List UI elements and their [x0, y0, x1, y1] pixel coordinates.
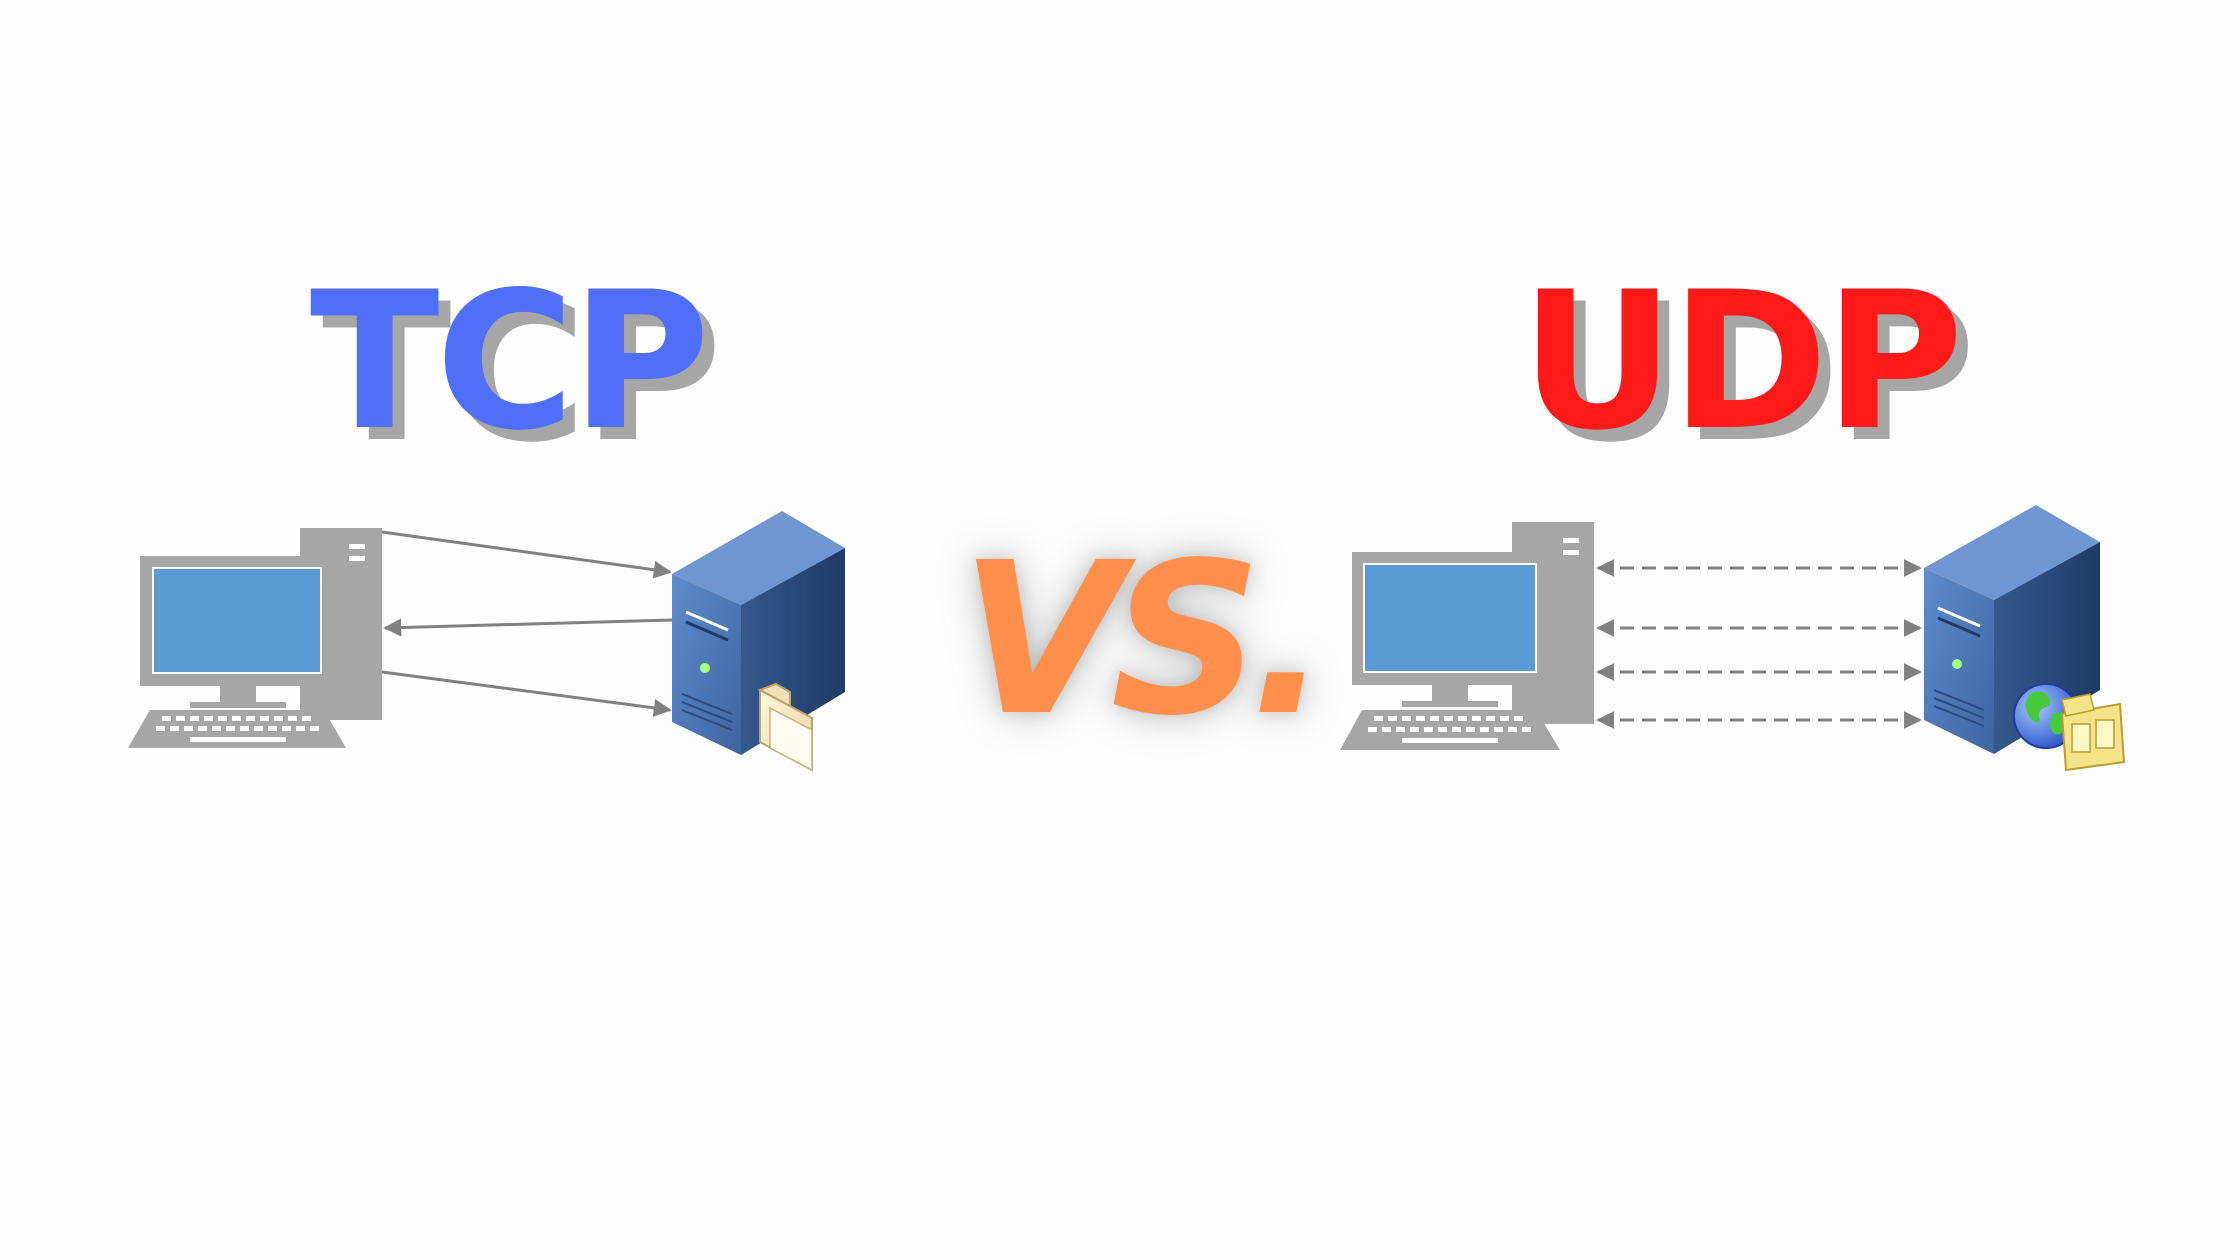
udp-diagram — [1340, 505, 2126, 772]
globe-film-icon — [2013, 683, 2126, 772]
udp-datagram-arrows — [1596, 559, 1922, 729]
udp-title: UDP — [1520, 251, 1963, 472]
file-folder-icon — [757, 682, 813, 772]
tcp-diagram — [128, 511, 845, 772]
vs-label: VS. — [960, 517, 1330, 762]
tcp-connection-arrows — [381, 530, 673, 717]
tcp-client-computer-icon — [128, 528, 382, 748]
tcp-arrow-request — [381, 530, 672, 579]
tcp-title: TCP — [309, 251, 710, 472]
tcp-arrow-acknowledge — [383, 618, 673, 637]
tcp-arrow-data — [381, 670, 672, 717]
udp-client-computer-icon — [1340, 522, 1594, 750]
tcp-server-icon — [672, 511, 845, 772]
udp-server-icon — [1924, 505, 2126, 772]
